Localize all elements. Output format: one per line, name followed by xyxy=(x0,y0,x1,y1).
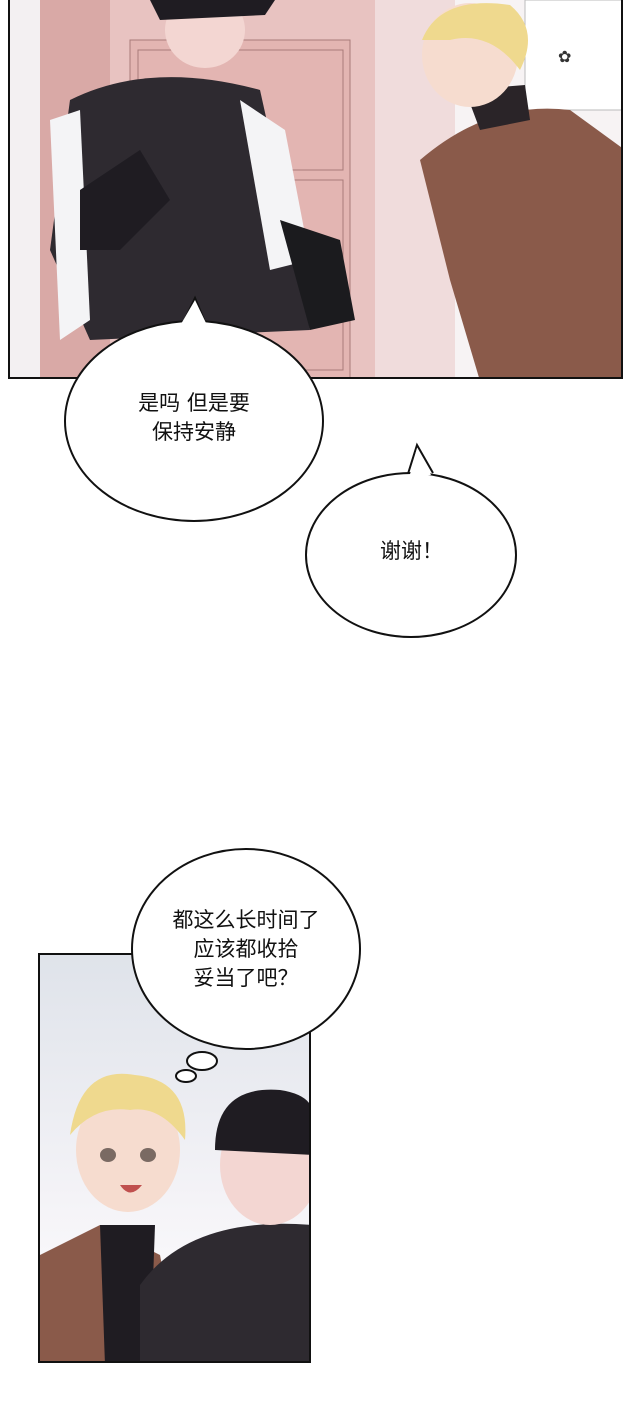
characters-illustration xyxy=(40,1073,309,1361)
speech-line: 都这么长时间了 xyxy=(172,908,320,932)
sparkle-icon: ✿ xyxy=(558,47,571,66)
speech-line: 妥当了吧？ xyxy=(193,966,299,990)
speech-line: 谢谢！ xyxy=(380,539,443,563)
speech-bubble-2: 谢谢！ xyxy=(305,442,518,638)
speech-line: 是吗 但是要 xyxy=(138,391,250,415)
comic-panel-hallway: ✿ xyxy=(8,0,623,379)
speech-line: 应该都收拾 xyxy=(193,937,299,961)
hallway-illustration: ✿ xyxy=(10,0,621,377)
speech-bubble-1: 是吗 但是要 保持安静 xyxy=(63,295,325,522)
thought-bubble: 都这么长时间了 应该都收拾 妥当了吧？ xyxy=(130,848,362,1088)
speech-line: 保持安静 xyxy=(152,420,236,444)
